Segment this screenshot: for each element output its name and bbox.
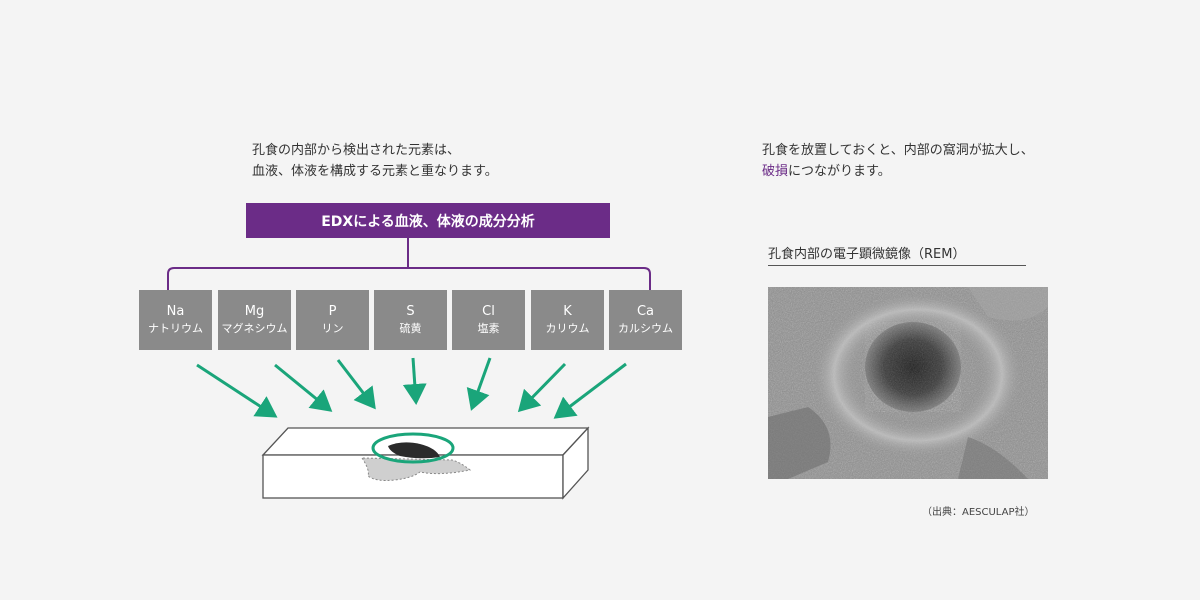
arrows	[196, 357, 627, 419]
photo-title: 孔食内部の電子顕微鏡像（REM）	[768, 243, 1026, 266]
element-box-p: P リン	[296, 290, 369, 350]
right-description: 孔食を放置しておくと、内部の窩洞が拡大し、 破損につながります。	[762, 140, 1034, 182]
element-symbol: Na	[166, 304, 185, 319]
pit	[388, 442, 440, 459]
element-name: 硫黄	[399, 322, 422, 335]
corrosion-region	[361, 457, 472, 481]
metal-block	[261, 426, 590, 500]
element-symbol: Mg	[244, 304, 265, 319]
element-name: ナトリウム	[148, 322, 203, 335]
right-description-line2-rest: につながります。	[788, 164, 891, 179]
arrow-p	[336, 359, 376, 410]
element-box-na: Na ナトリウム	[139, 290, 212, 350]
arrow-s	[402, 357, 427, 405]
arrow-k	[517, 362, 567, 413]
element-symbol: Cl	[482, 304, 495, 319]
element-symbol: S	[406, 304, 415, 319]
element-name: カルシウム	[618, 322, 673, 335]
element-name: 塩素	[477, 322, 500, 335]
damage-accent-text: 破損	[762, 164, 789, 179]
element-name: カリウム	[545, 322, 590, 335]
arrow-na	[196, 363, 278, 418]
pit-highlight-ellipse	[371, 432, 455, 464]
image-source: （出典：AESCULAP社）	[922, 507, 1035, 518]
edx-title: EDXによる血液、体液の成分分析	[321, 213, 535, 230]
element-box-cl: Cl 塩素	[452, 290, 525, 350]
element-box-mg: Mg マグネシウム	[218, 290, 291, 350]
element-symbol: Ca	[636, 304, 655, 319]
element-box-k: K カリウム	[531, 290, 604, 350]
left-description-line2: 血液、体液を構成する元素と重なります。	[252, 164, 498, 179]
arrow-cl	[466, 357, 492, 411]
left-description-line1: 孔食の内部から検出された元素は、	[252, 143, 461, 158]
element-symbol: K	[563, 304, 572, 319]
element-name: マグネシウム	[221, 322, 288, 335]
bracket-connector	[167, 238, 651, 290]
edx-title-bar: EDXによる血液、体液の成分分析	[246, 203, 610, 238]
element-symbol: P	[328, 304, 337, 319]
sem-image	[768, 287, 1048, 479]
element-box-ca: Ca カルシウム	[609, 290, 682, 350]
element-name: リン	[321, 322, 344, 335]
left-description: 孔食の内部から検出された元素は、 血液、体液を構成する元素と重なります。	[252, 140, 498, 182]
element-box-s: S 硫黄	[374, 290, 447, 350]
right-description-line2: 破損につながります。	[762, 161, 1034, 182]
arrow-ca	[553, 362, 627, 419]
sem-image-graphic	[768, 287, 1048, 479]
right-description-line1: 孔食を放置しておくと、内部の窩洞が拡大し、	[762, 143, 1034, 158]
arrow-mg	[274, 363, 333, 412]
